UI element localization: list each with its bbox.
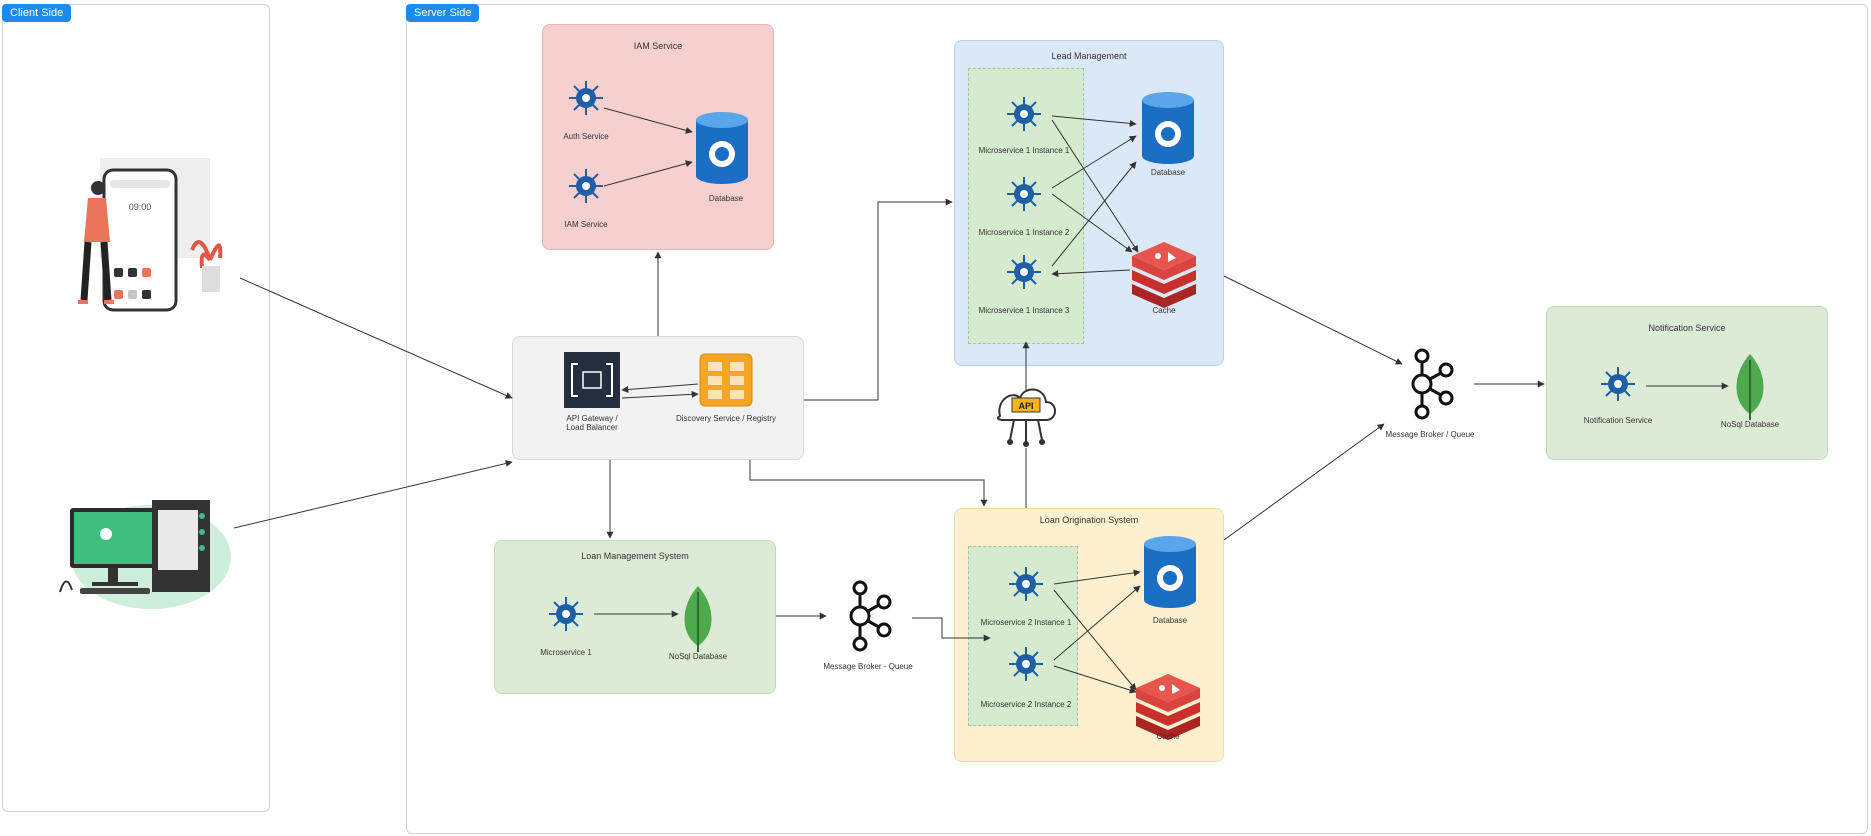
origination-postgres-database-icon [1144,536,1196,608]
loan-management-title: Loan Management System [581,551,689,561]
notification-database-label: NoSql Database [1720,420,1780,429]
notification-mongo-database-icon [1736,354,1764,420]
origination-instance2-label: Microservice 2 Instance 2 [980,700,1072,709]
lead-database-label: Database [1150,168,1186,177]
lead-instance3-icon [1007,255,1041,289]
notification-microservice-icon [1601,367,1635,401]
loan-microservice-icon [549,597,583,631]
desktop-to-gateway-arrow [233,460,513,529]
api-badge-text: API [1018,401,1033,411]
server-side-tag: Server Side [406,4,480,22]
phone-clock: 09:00 [129,202,152,212]
lead-instance1-label: Microservice 1 Instance 1 [978,146,1070,155]
lead-instance3-label: Microservice 1 Instance 3 [978,306,1070,315]
loan-database-label: NoSql Database [668,652,728,661]
iam-svc-to-iam-db-arrow [603,160,693,187]
lead-management-title: Lead Management [1051,51,1127,61]
gateway-to-origination-arrow [749,460,988,507]
lead-postgres-database-icon [1142,92,1194,164]
gateway-block [512,336,804,460]
lead-to-broker-arrow [1223,275,1403,365]
gateway-to-discovery-arrow [621,390,699,399]
discovery-service-icon [699,353,753,407]
auth-service-icon [569,81,603,115]
notification-microservice-label: Notification Service [1583,416,1653,425]
auth-to-iam-db-arrow [603,107,693,134]
lead-cache-label: Cache [1152,306,1176,315]
loan-management-group: Loan Management System [494,540,776,694]
iam-postgres-database-icon [696,112,748,184]
origination-to-broker-arrow [1223,423,1385,541]
api-gateway-label: API Gateway / Load Balancer [566,414,618,432]
origination-database-label: Database [1152,616,1188,625]
origination-redis-cache-icon [1136,674,1200,740]
kafka-broker-left-icon [849,580,892,652]
gateway-to-lead-arrow [804,198,953,401]
api-cloud-icon: API [996,388,1056,447]
origination-instance2-icon [1009,647,1043,681]
kafka-broker-right-icon [1411,348,1454,420]
loan-microservice-label: Microservice 1 [540,648,592,657]
lead-redis-cache-icon [1132,242,1196,308]
origination-instance1-label: Microservice 2 Instance 1 [980,618,1072,627]
auth-service-label: Auth Service [563,132,609,141]
client-side-tag: Client Side [2,4,72,22]
notification-service-group: Notification Service [1546,306,1828,460]
notification-service-title: Notification Service [1648,323,1726,333]
loan-origination-title: Loan Origination System [1039,515,1139,525]
lead-instance2-icon [1007,177,1041,211]
discovery-service-label: Discovery Service / Registry [675,414,777,423]
iam-database-label: Database [708,194,744,203]
broker-to-origination-arrow [912,617,991,642]
lead-instance2-label: Microservice 1 Instance 2 [978,228,1070,237]
client-side-frame: Client Side [2,4,270,812]
broker-right-label: Message Broker / Queue [1385,430,1475,439]
iam-service-title: IAM Service [633,41,683,51]
discovery-to-gateway-arrow [621,383,699,393]
mobile-user-illustration: 09:00 [78,158,223,312]
loan-mongo-database-icon [684,586,712,652]
broker-left-label: Message Broker - Queue [823,662,913,671]
origination-instance1-icon [1009,567,1043,601]
api-gateway-icon [564,352,620,408]
lead-instance1-icon [1007,97,1041,131]
mobile-to-gateway-arrow [239,277,513,399]
iam-microservice-label: IAM Service [564,220,608,229]
iam-microservice-icon [569,169,603,203]
origination-cache-label: Cache [1156,732,1180,741]
desktop-computer-illustration [59,500,231,609]
